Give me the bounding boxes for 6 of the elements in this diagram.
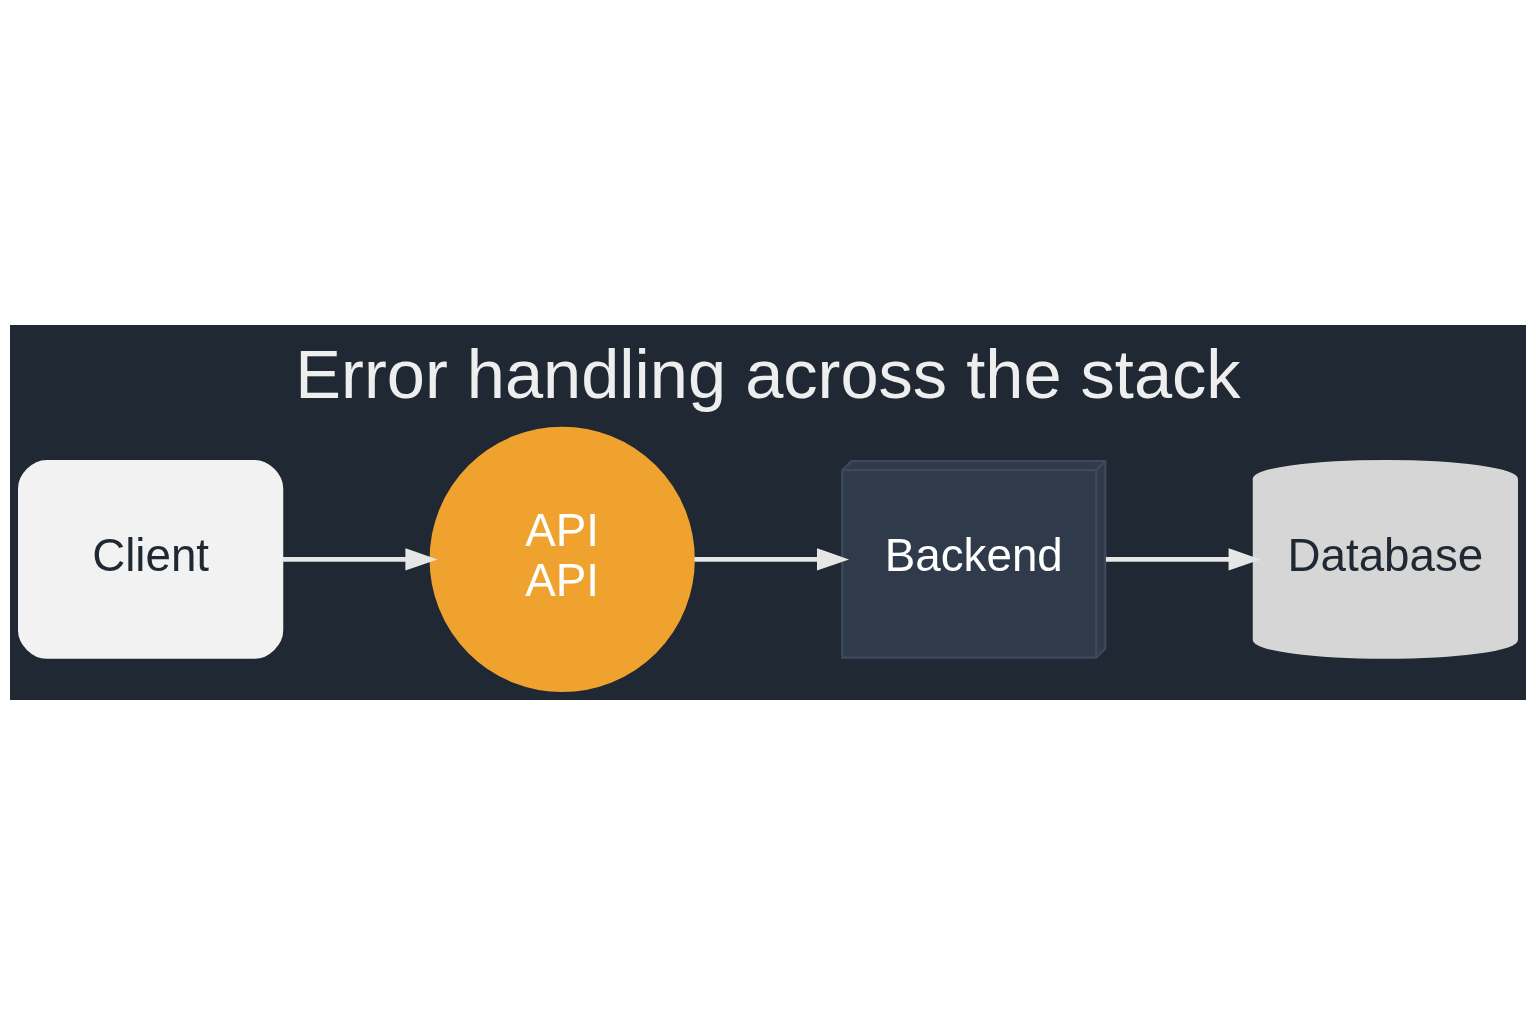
node-circle: API API <box>429 426 695 692</box>
arrow <box>1106 547 1261 571</box>
arrow <box>694 547 850 571</box>
diagram-title: Error handling across the stack <box>295 335 1241 413</box>
node-box: Client <box>18 459 284 659</box>
arrow <box>282 547 438 571</box>
